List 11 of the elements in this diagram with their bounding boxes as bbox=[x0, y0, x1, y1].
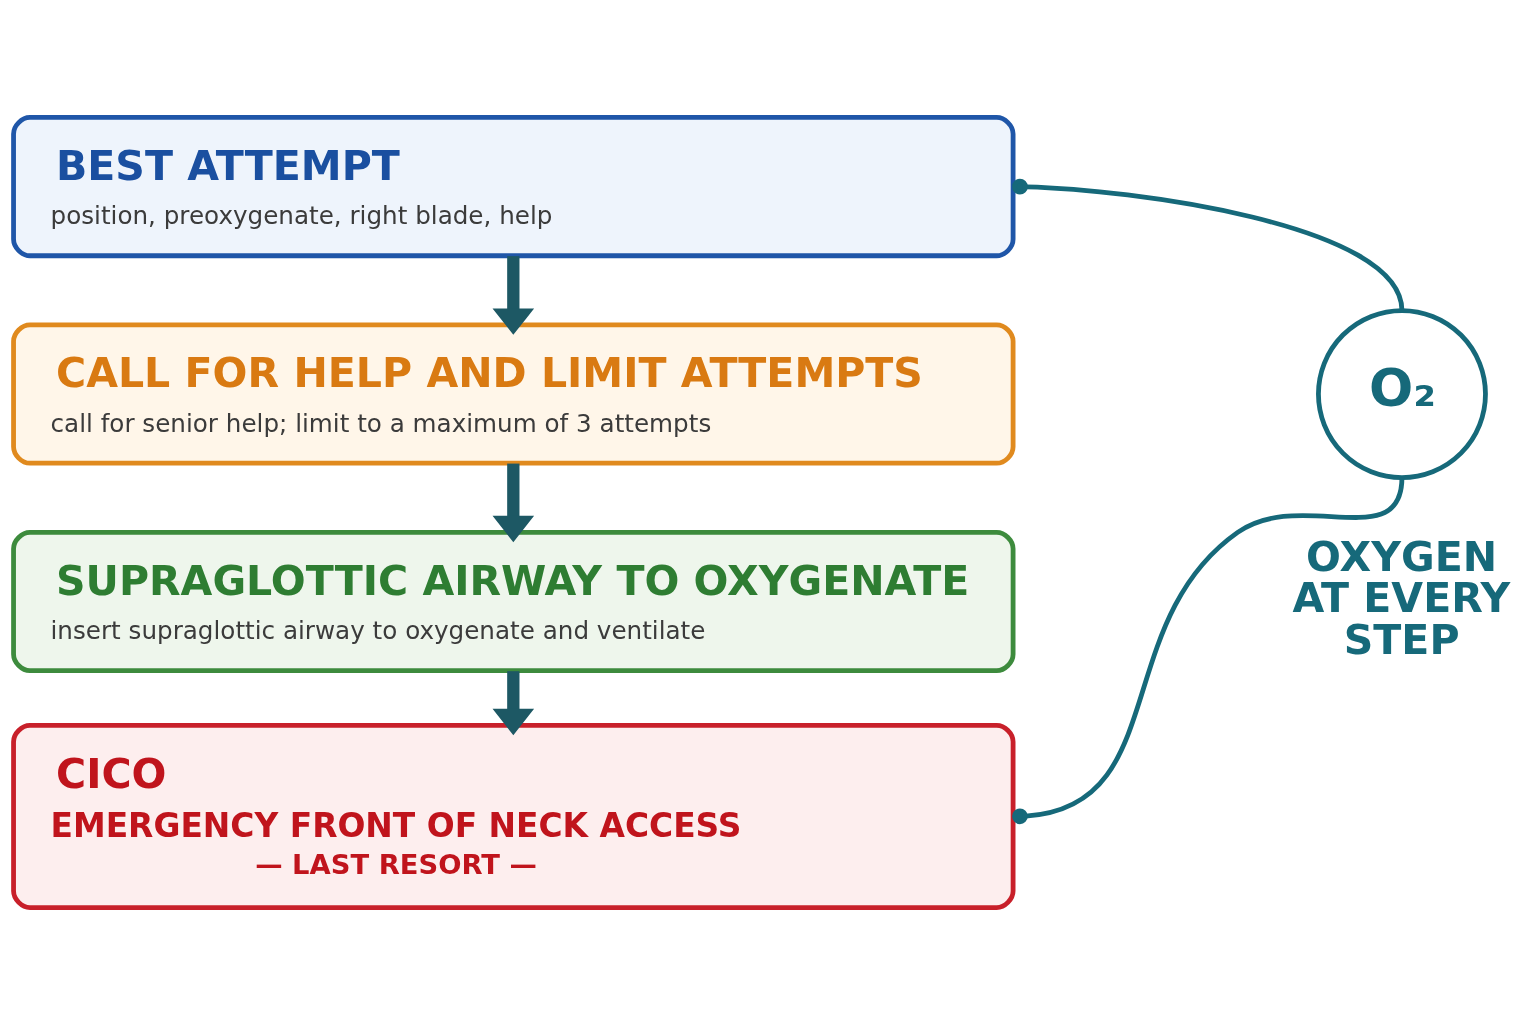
arrow bbox=[492, 463, 535, 542]
node-circle: O₂ bbox=[1316, 307, 1488, 480]
connector bbox=[1012, 476, 1405, 824]
arrow bbox=[492, 255, 535, 335]
node-box: CALL FOR HELP AND LIMIT ATTEMPTS call for senior help; limit to a maximum of 3 attempts bbox=[11, 322, 1016, 466]
node-label: OXYGEN AT EVERY STEP bbox=[1292, 532, 1511, 664]
node-box: BEST ATTEMPT position, preoxygenate, right blade, help bbox=[11, 114, 1016, 258]
connector bbox=[1012, 178, 1405, 311]
node-box: CICO EMERGENCY FRONT OF NECK ACCESS — LAST RESORT — bbox=[11, 722, 1016, 910]
arrow bbox=[492, 670, 535, 735]
node-box: SUPRAGLOTTIC AIRWAY TO OXYGENATE insert supraglottic airway to oxygenate and ventilate bbox=[11, 529, 1016, 673]
